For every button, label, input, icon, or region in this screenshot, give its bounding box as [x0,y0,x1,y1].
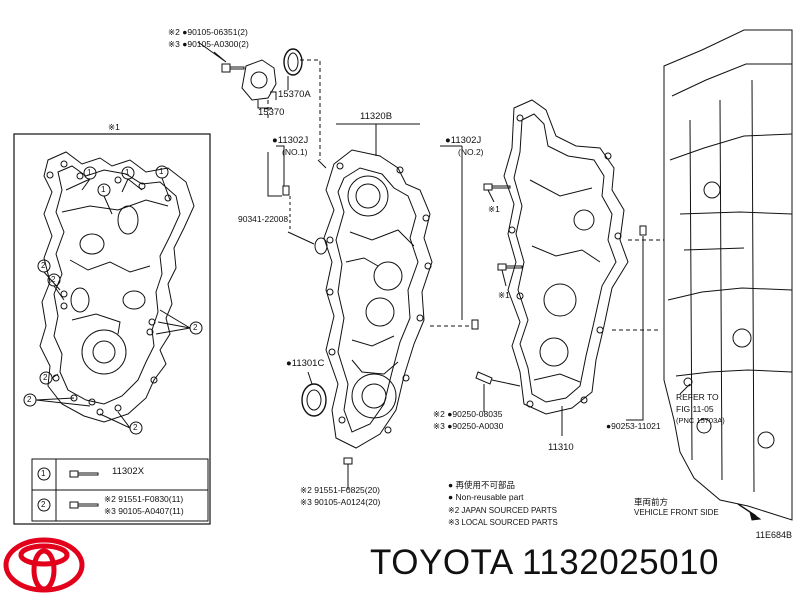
seal-small-label: 15370A [278,89,311,100]
pin-no2-note: (NO.2) [458,147,484,157]
oil-seal-label: ●11301C [286,358,325,369]
pin-no1-note: (NO.1) [282,147,308,157]
table-value-2a: ※2 91551-F0830(11) [104,494,184,504]
dowel-pin-no2 [471,319,479,330]
bottom-bolt-label-2: ※3 90105-A0124(20) [300,497,381,507]
callout-1: 1 [87,168,92,177]
plug [314,237,328,255]
top-bolt-label-2: ※3 ●90105-A0300(2) [168,39,249,49]
callout-2: 2 [133,423,138,432]
table-value-1: 11302X [112,466,145,477]
engine-block [663,29,793,521]
pin-no1-part-label: ●11302J [272,135,309,146]
pin-right-label: ●90253-11021 [606,421,661,431]
callout-2: 2 [51,275,56,284]
bolt-note-right-2: ※1 [498,290,510,300]
callout-2: 2 [193,323,198,332]
stud-label-2: ※3 ●90250-A0030 [433,421,504,431]
callout-1: 1 [159,167,164,176]
gasket-outline [39,151,195,423]
callout-2: 2 [41,261,46,270]
callout-1: 1 [101,185,106,194]
dowel-pin-no1 [282,185,290,196]
legend-line-4: ※3 LOCAL SOURCED PARTS [448,518,558,527]
timing-cover [323,149,433,449]
legend-line-1: ● 再使用不可部品 [448,480,515,490]
right-dowel-pin [639,225,647,236]
plug-label: 90341-22008 [238,214,289,224]
table-key-1: 1 [41,469,46,478]
legend-line-3: ※2 JAPAN SOURCED PARTS [448,506,557,515]
table-key-2: 2 [41,500,46,509]
timing-chain-case [503,99,629,415]
callout-2: 2 [27,395,32,404]
case-label: 11310 [548,442,574,453]
refer-line-1: REFER TO [676,392,719,402]
small-cover [241,59,277,101]
legend-line-2: ● Non-reusable part [448,492,524,502]
stud-label-1: ※2 ●90250-08035 [433,409,503,419]
top-bolt-label-1: ※2 ●90105-06351(2) [168,27,248,37]
bottom-bolt-label-1: ※2 91551-F0825(20) [300,485,380,495]
small-seal [283,48,303,76]
bolt-note-right-1: ※1 [488,204,500,214]
vehicle-front-jp: 車両前方 [634,497,669,507]
callout-2: 2 [43,373,48,382]
pin-no2-part-label: ●11302J [445,135,482,146]
inset-note: ※1 [108,122,120,132]
figure-code: 11E684B [755,530,792,540]
cover-small-label: 15370 [258,107,285,118]
refer-line-2: FIG 11-05 [676,404,714,414]
toyota-logo [3,537,85,593]
refer-line-3: (PNC 15703A) [676,416,725,425]
vehicle-front-en: VEHICLE FRONT SIDE [634,508,719,517]
main-cover-label: 11320B [360,111,393,122]
oil-seal [301,383,327,417]
table-value-2b: ※3 90105-A0407(11) [104,506,184,516]
brand-part-number: TOYOTA 1132025010 [370,543,720,582]
inset-panel [13,133,211,525]
callout-1: 1 [125,168,130,177]
